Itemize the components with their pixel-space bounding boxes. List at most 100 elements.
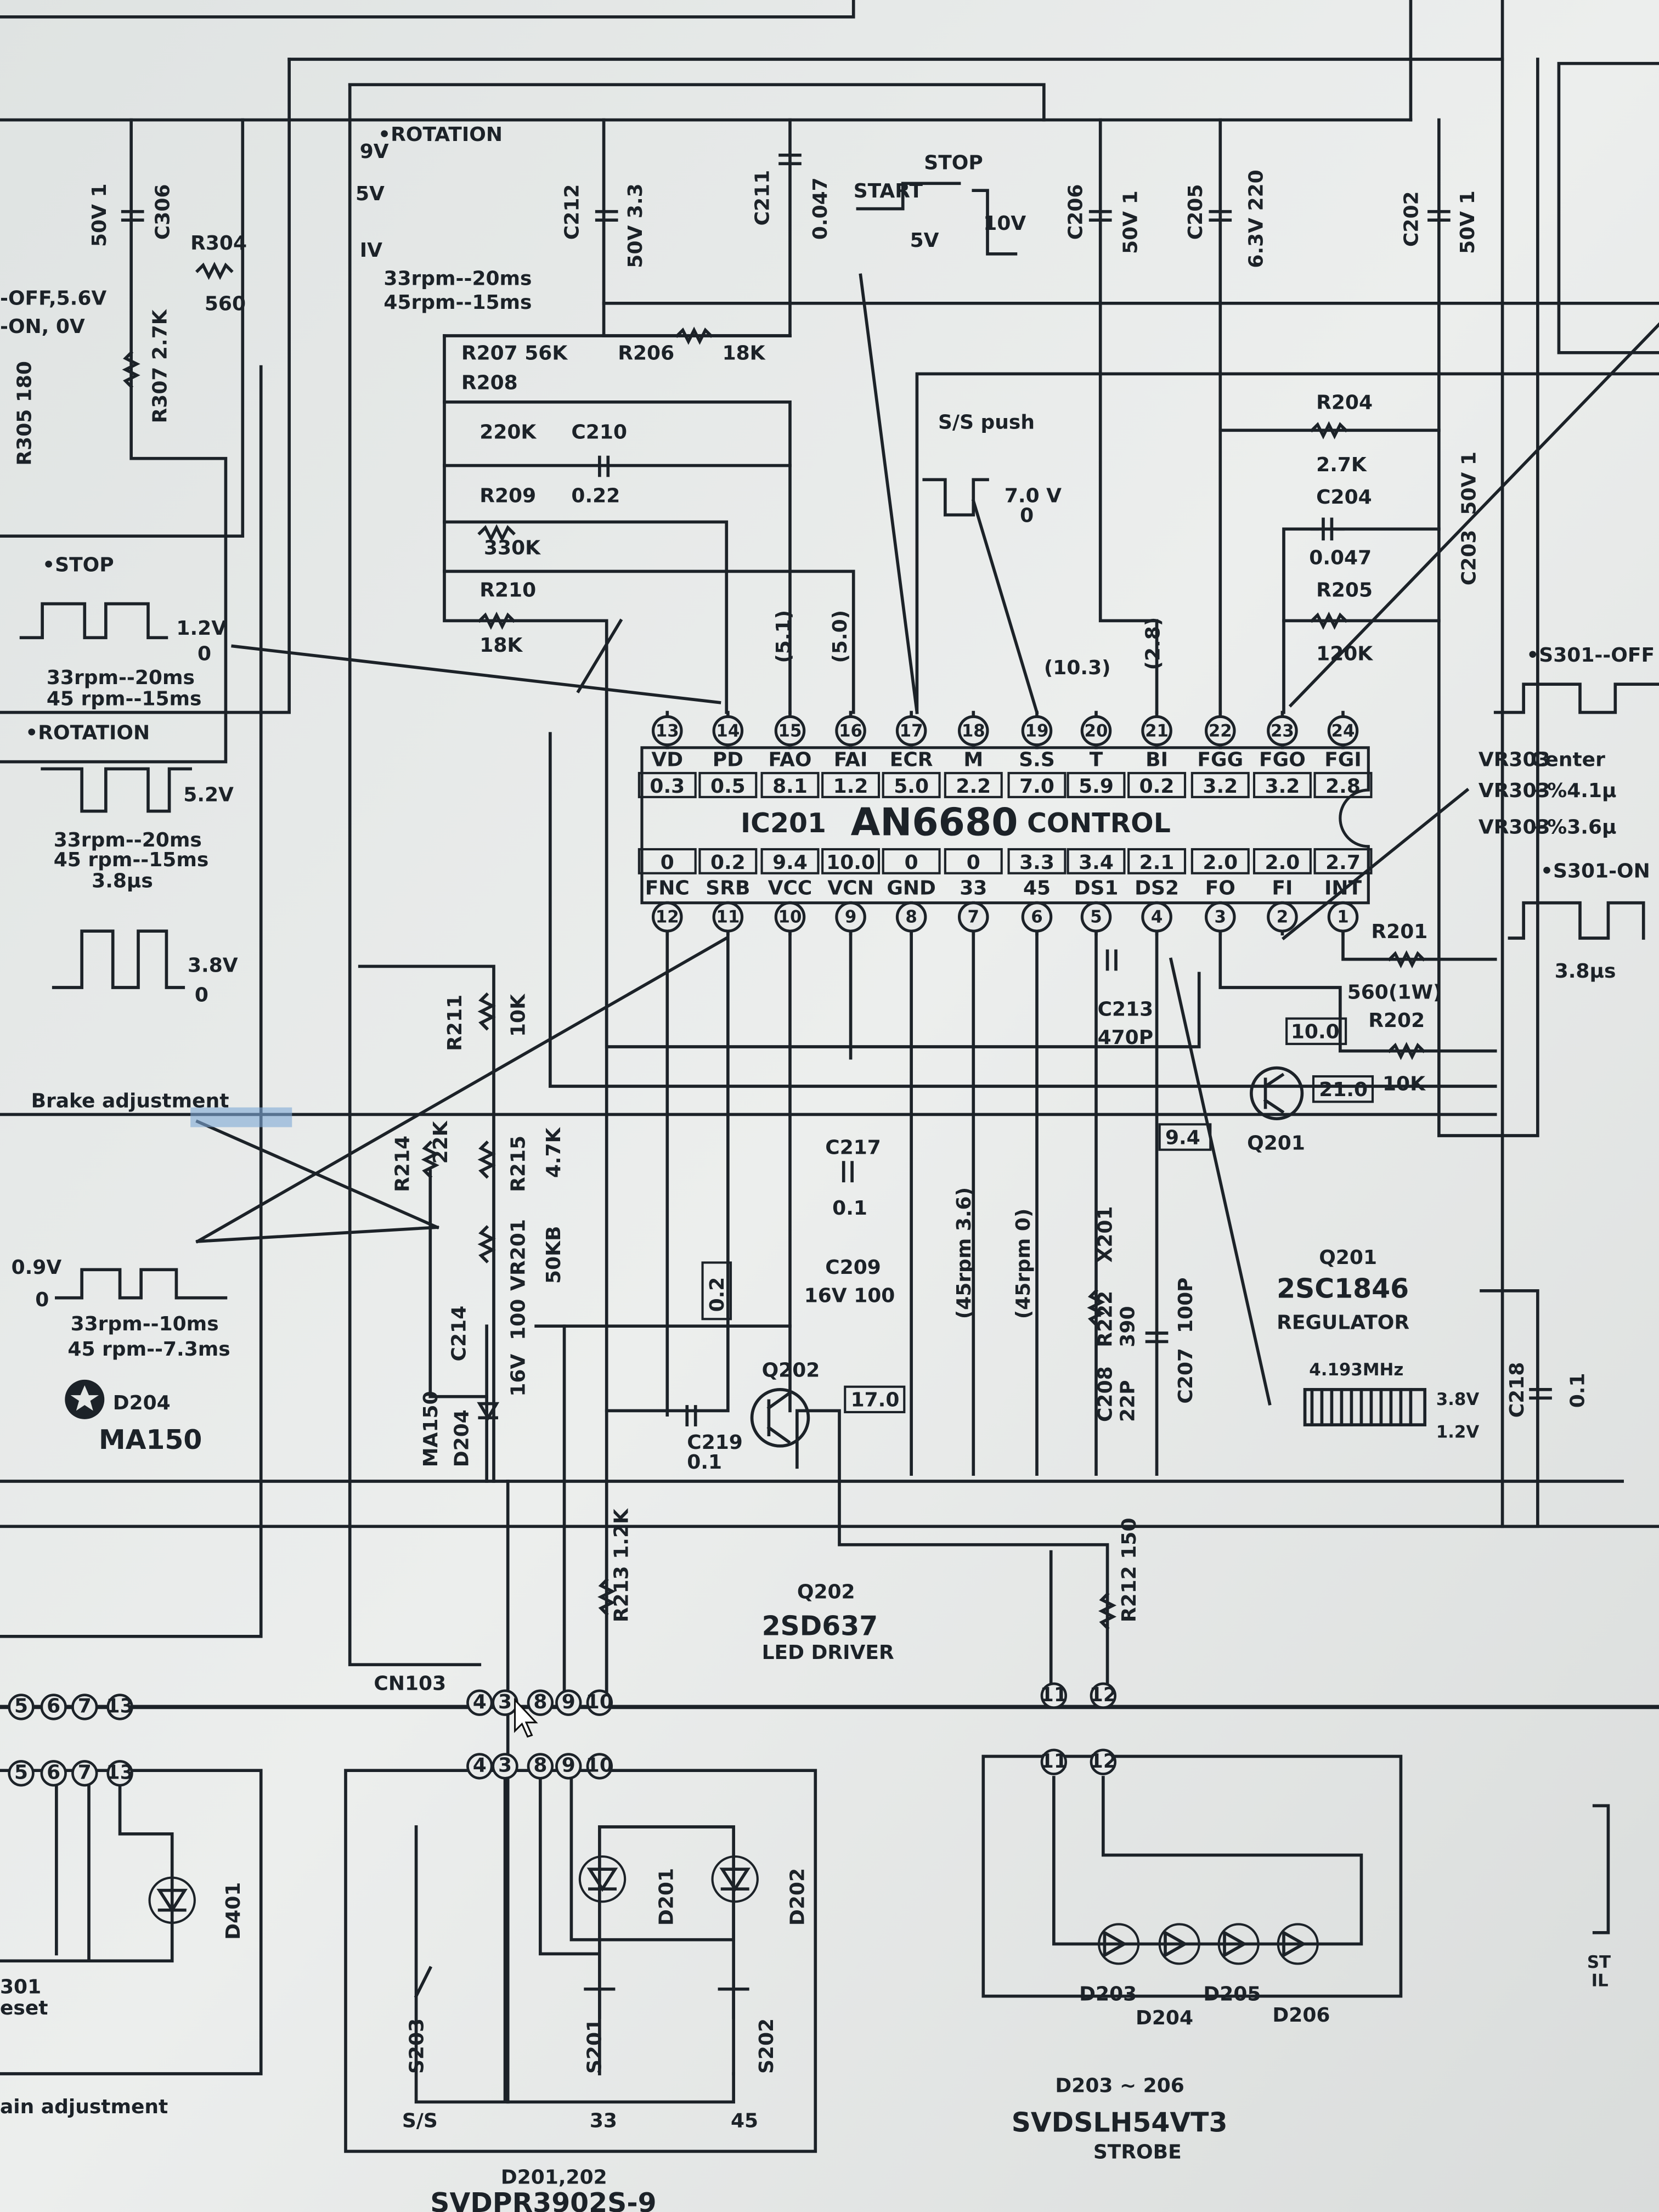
r222-val-label: 390 [1116,1306,1139,1347]
v-20-label: (10.3) [1044,657,1111,679]
connector-pin [106,1694,133,1720]
connector-pin-number: 9 [562,1691,575,1713]
r214-val-label: 22K [430,1120,452,1164]
vr201-val-label: 50KB [543,1226,565,1284]
sw-33-label: 33 [590,2110,617,2132]
pin-number: 14 [716,721,740,741]
vr303-c-val-label: +%3.6µ [1531,816,1617,839]
start-5v-label: 5V [910,229,939,252]
c219-val-label: 0.1 [687,1451,722,1474]
pin-name: FGO [1259,748,1306,771]
voltage-box [1127,848,1187,874]
voltage-box [821,848,881,874]
pin-voltage: 0 [905,851,918,874]
pin-circle [774,901,806,933]
d401-label: D401 [222,1882,245,1940]
v9-label: 9V [360,140,389,163]
pin-circle [1080,715,1112,747]
stop-45-label: 45 rpm--15ms [47,688,202,710]
voltage-box [882,848,941,874]
rot-45-label: 45rpm--15ms [383,291,532,314]
connector-pin-number: 6 [47,1762,60,1784]
r202-label: R202 [1368,1009,1425,1032]
box-100-label: 10.0 [1291,1021,1340,1043]
vr303-b-val-label: −%4.1µ [1531,780,1617,802]
voltage-box [1190,848,1250,874]
brk-09v-label: 0.9V [12,1256,62,1279]
connector-pin-number: 5 [14,1695,28,1718]
vr303-c-label: VR303 [1479,816,1550,839]
vr201-label: VR201 [507,1219,530,1291]
rot-38us-label: 3.8µs [92,870,153,892]
c209-val-label: 16V 100 [804,1284,895,1307]
c219-label: C219 [687,1431,743,1454]
connector-pin [71,1694,98,1720]
connector-pin-number: 7 [78,1695,92,1718]
pin-voltage: 2.7 [1325,851,1361,874]
pin-circle [1021,901,1053,933]
voltage-box [698,848,758,874]
cn103-label: CN103 [374,1673,446,1695]
connector-pin-number: 8 [533,1691,547,1713]
pin-voltage: 2.2 [956,775,991,798]
pin-name: INT [1324,877,1362,899]
ic-part: AN6680 [851,800,1018,844]
xtal-label: 4.193MHz [1309,1360,1403,1380]
connector-pin [1040,1748,1068,1775]
pin-name: ECR [890,748,933,771]
pin-name: 45 [1023,877,1051,899]
connector-pin [527,1753,554,1780]
c211-val-label: 0.047 [809,177,832,240]
pin-voltage: 0.3 [650,775,685,798]
r206-val-label: 18K [723,342,766,365]
connector-pin [8,1694,35,1720]
d206-label: D206 [1272,2004,1330,2027]
d201-202-label: D201,202 [501,2166,607,2189]
main-adj-label: ain adjustment [0,2096,168,2118]
connector-pin [8,1760,35,1787]
r204-val-label: 2.7K [1316,454,1367,476]
r205-val-label: 120K [1316,642,1373,665]
sw-ss-label: S/S [402,2110,438,2132]
pin-voltage: 0 [661,851,674,874]
voltage-box [944,772,1003,798]
connector-pin-number: 3 [498,1754,512,1777]
c208-label: C208 [1094,1366,1116,1422]
pin-number: 6 [1031,907,1042,927]
rot-52v-label: 5.2V [183,784,234,806]
pin-circle [835,901,866,933]
c306-label: C306 [152,184,174,240]
d201-202-part-label: SVDPR3902S-9 [430,2187,656,2212]
start-label: START [854,180,923,202]
r215-label: R215 [507,1136,530,1192]
r214-label: R214 [392,1136,414,1192]
q202-role-label: LED DRIVER [762,1641,894,1664]
pin-name: VCN [827,877,873,899]
rotation-top-label: •ROTATION [378,123,503,146]
r208-label: R208 [461,372,518,394]
pin-voltage: 3.2 [1265,775,1300,798]
voltage-box [637,772,697,798]
d204-label: D204 [451,1409,473,1467]
reset-cut-label: eset [0,1997,48,2019]
pin-name: GND [887,877,936,899]
connector-pin [466,1753,493,1780]
pin-voltage: 9.4 [772,851,808,874]
brk-0-label: 0 [35,1289,49,1311]
c212-val-label: 50V 3.3 [624,183,647,268]
d201-label: D201 [656,1868,678,1926]
connector-pin-number: 13 [106,1695,134,1718]
c206-label: C206 [1064,184,1087,240]
mouse-cursor-icon [514,1697,538,1738]
ss-7v-label: 7.0 V [1005,484,1062,507]
pin-name: FAI [834,748,868,771]
ic-ref: IC201 [741,808,826,839]
connector-pin [1090,1682,1117,1709]
d203-206-label: D203 ~ 206 [1055,2074,1184,2097]
pin-name: 33 [960,877,987,899]
pin-number: 23 [1271,721,1294,741]
pin-circle [1327,715,1359,747]
pin-name: FGI [1324,748,1362,771]
ss-0-label: 0 [1020,504,1034,527]
connector-pin-number: 4 [473,1754,487,1777]
